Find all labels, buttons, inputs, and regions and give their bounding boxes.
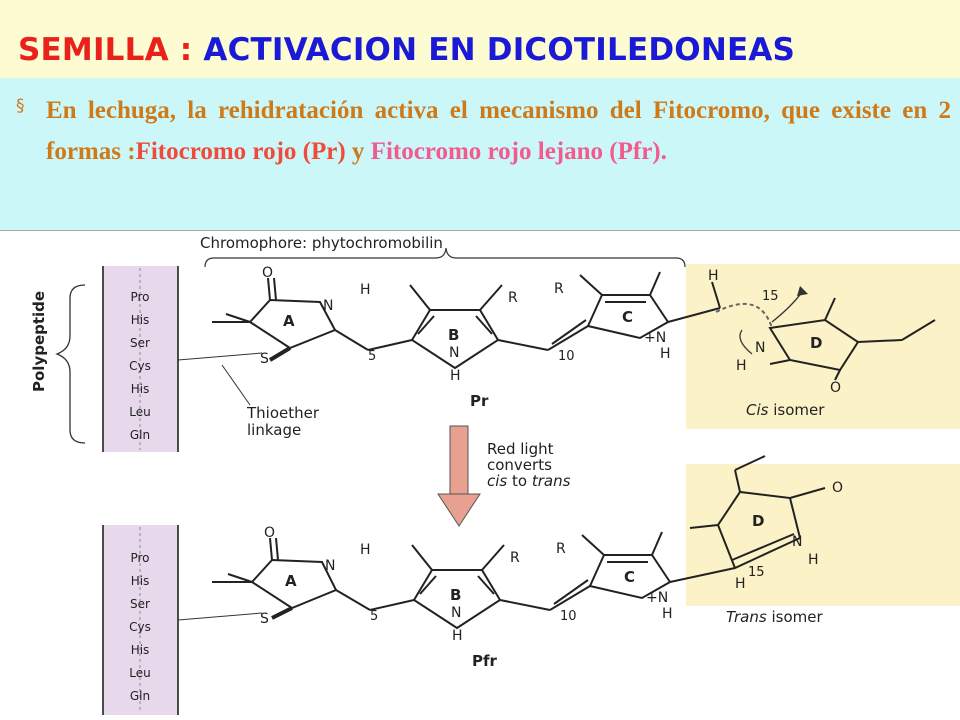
bullet-end: . [660, 138, 667, 165]
atom-label: H [452, 628, 463, 644]
position-label: 15 [748, 565, 765, 580]
thioether-line-top [177, 352, 263, 361]
atom-label: N [325, 558, 335, 574]
atom-label: S [260, 611, 269, 627]
amino-acid: Ser [130, 336, 150, 350]
pfr-structure [212, 455, 826, 630]
atom-label: N [792, 534, 802, 550]
atom-label: H [736, 358, 747, 374]
ring-label: B [450, 586, 461, 604]
amino-acid: His [131, 643, 150, 657]
amino-acid: Pro [130, 551, 149, 565]
ring-label: A [283, 312, 295, 330]
trans-isomer-label: Trans isomer [726, 608, 823, 626]
arrow-text-3: cis to trans [487, 472, 571, 490]
atom-label: +N [646, 590, 668, 606]
atom-label: S [260, 351, 269, 367]
amino-acid: Cys [129, 620, 151, 634]
atom-label: +N [644, 330, 666, 346]
atom-label: H [662, 606, 673, 622]
peptide-strip-bottom: Pro His Ser Cys His Leu Gln [102, 525, 179, 715]
polypeptide-brace [55, 284, 86, 444]
pr-label: Pr [470, 392, 489, 410]
atom-label: H [660, 346, 671, 362]
amino-acid: Ser [130, 597, 150, 611]
ring-label: B [448, 326, 459, 344]
cis-word: Cis [746, 401, 769, 419]
polypeptide-label: Polypeptide [30, 291, 48, 392]
atom-label: H [360, 282, 371, 298]
thioether-pointer [221, 364, 251, 406]
ring-label: A [285, 572, 297, 590]
conversion-arrow [437, 425, 481, 527]
ring-label: D [752, 512, 764, 530]
position-label: 10 [558, 349, 575, 364]
arrow-text-1: Red light [487, 440, 554, 458]
amino-acid: Gln [130, 428, 150, 442]
atom-label: H [360, 542, 371, 558]
atom-label: H [808, 552, 819, 568]
amino-acid: Pro [130, 290, 149, 304]
thioether-line-bottom [177, 612, 263, 621]
atom-label: H [450, 368, 461, 384]
bullet-text-start: En lechuga, la rehidratación activa el m… [46, 97, 951, 165]
isomer-word: isomer [767, 608, 824, 626]
trans-word: Trans [726, 608, 767, 626]
amino-acid: His [131, 313, 150, 327]
cis-isomer-label: Cis isomer [746, 401, 825, 419]
atom-label: O [830, 380, 841, 396]
isomer-word: isomer [768, 401, 825, 419]
bullet-text: En lechuga, la rehidratación activa el m… [46, 90, 951, 172]
arrow-text-2: converts [487, 456, 552, 474]
title-part-1: SEMILLA : [18, 32, 193, 68]
pr-term: Fitocromo rojo (Pr) [135, 138, 346, 165]
position-label: 15 [762, 289, 779, 304]
bullet-connector: y [345, 138, 371, 165]
cis-isomer-box [686, 264, 960, 429]
bullet-band [0, 78, 960, 230]
chromophore-label: Chromophore: phytochromobilin [200, 234, 443, 252]
bullet-marker: § [16, 96, 25, 116]
position-label: 10 [560, 609, 577, 624]
pr-structure [212, 271, 936, 381]
peptide-strip-top: Pro His Ser Cys His Leu Gln [102, 266, 179, 452]
thioether-label-1: Thioether [246, 404, 320, 422]
amino-acid: His [131, 382, 150, 396]
amino-acid: Leu [129, 405, 150, 419]
title-band [0, 0, 960, 78]
position-label: 5 [368, 349, 376, 364]
atom-label: H [708, 268, 719, 284]
atom-label: N [323, 298, 333, 314]
atom-label: O [262, 265, 273, 281]
ring-label: D [810, 334, 822, 352]
atom-label: N [451, 605, 461, 621]
pfr-label: Pfr [472, 652, 498, 670]
atom-label: O [832, 480, 843, 496]
atom-label: O [264, 525, 275, 541]
atom-label: R [554, 281, 564, 297]
pfr-term: Fitocromo rojo lejano (Pfr) [370, 138, 661, 165]
atom-label: R [508, 290, 518, 306]
atom-label: H [735, 576, 746, 592]
rotation-arrowhead [797, 286, 808, 296]
amino-acid: Cys [129, 359, 151, 373]
phytochrome-diagram: Chromophore: phytochromobilin Polypeptid… [0, 230, 960, 715]
amino-acid: His [131, 574, 150, 588]
amino-acid: Gln [130, 689, 150, 703]
thioether-label-2: linkage [247, 421, 301, 439]
atom-label: R [556, 541, 566, 557]
title-part-2: ACTIVACION EN DICOTILEDONEAS [203, 32, 796, 68]
atom-label: R [510, 550, 520, 566]
ring-label: C [622, 308, 633, 326]
slide-title: SEMILLA : ACTIVACION EN DICOTILEDONEAS [18, 32, 795, 68]
ring-label: C [624, 568, 635, 586]
atom-label: N [755, 340, 765, 356]
trans-isomer-box [686, 464, 960, 606]
chromophore-brace [204, 247, 686, 268]
amino-acid: Leu [129, 666, 150, 680]
position-label: 5 [370, 609, 378, 624]
atom-label: N [449, 345, 459, 361]
